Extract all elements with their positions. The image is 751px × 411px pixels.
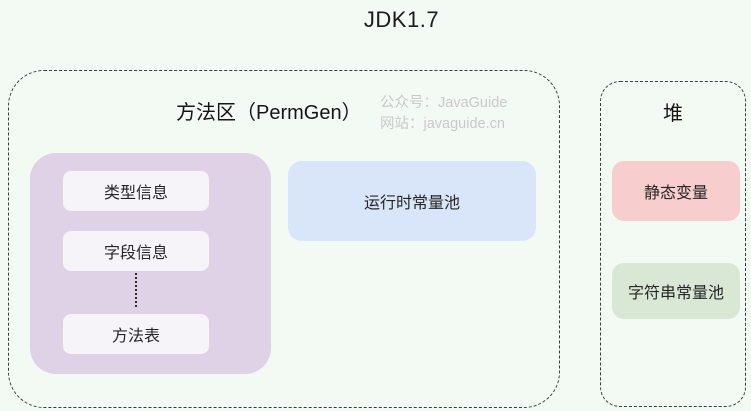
class-metadata-group: 类型信息 字段信息 方法表	[30, 153, 271, 374]
string-constant-pool-box: 字符串常量池	[612, 263, 740, 319]
field-info-box: 字段信息	[63, 231, 209, 271]
watermark-line2: 网站：javaguide.cn	[380, 116, 505, 132]
string-constant-pool-label: 字符串常量池	[627, 285, 724, 302]
runtime-constant-pool-box: 运行时常量池	[288, 161, 536, 241]
type-info-box: 类型信息	[63, 171, 209, 211]
heap-label: 堆	[663, 103, 683, 125]
ellipsis-dots	[135, 273, 137, 307]
static-variables-box: 静态变量	[612, 161, 740, 221]
field-info-label: 字段信息	[103, 245, 168, 262]
watermark-line1: 公众号：JavaGuide	[380, 95, 508, 111]
method-area-label: 方法区（PermGen）	[176, 102, 362, 124]
watermark: 公众号：JavaGuide 网站：javaguide.cn	[380, 93, 507, 135]
method-table-label: 方法表	[111, 328, 160, 345]
static-variables-label: 静态变量	[643, 185, 708, 202]
heap-container: 堆 静态变量 字符串常量池	[600, 81, 746, 407]
diagram-title: JDK1.7	[363, 7, 440, 32]
method-table-box: 方法表	[63, 314, 209, 354]
type-info-label: 类型信息	[103, 185, 168, 202]
runtime-constant-pool-label: 运行时常量池	[363, 195, 460, 212]
method-area-container: 方法区（PermGen） 公众号：JavaGuide 网站：javaguide.…	[8, 70, 560, 408]
